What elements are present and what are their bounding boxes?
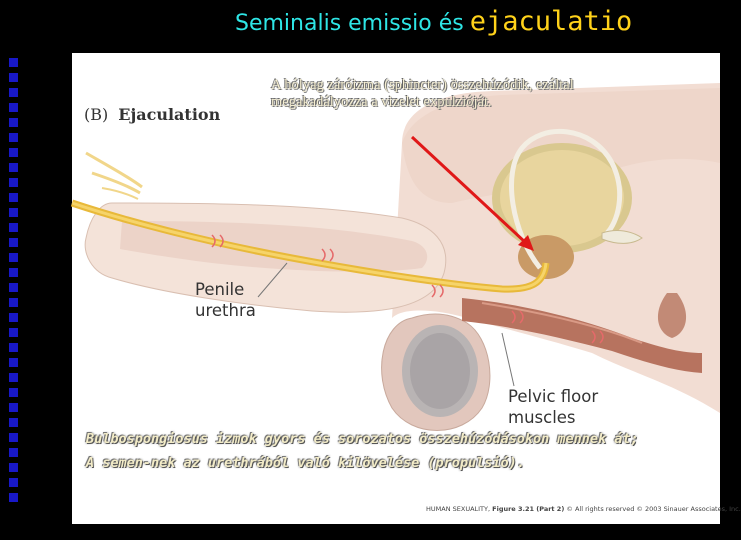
panel-letter: (B) bbox=[84, 105, 109, 124]
credit-book: HUMAN SEXUALITY, bbox=[426, 505, 491, 513]
decor-squares bbox=[6, 58, 22, 508]
anatomy-illustration bbox=[70, 83, 720, 431]
panel-title: Ejaculation bbox=[118, 105, 221, 124]
title-part1: Seminalis emissio és bbox=[235, 11, 464, 36]
figure-panel: (B) Ejaculation A hólyag záróizma (sphinc… bbox=[70, 53, 741, 524]
credit-rest: © All rights reserved © 2003 Sinauer Ass… bbox=[566, 505, 741, 513]
figure-credit: HUMAN SEXUALITY, Figure 3.21 (Part 2) © … bbox=[426, 505, 741, 513]
sphincter-annotation: A hólyag záróizma (sphincter) összehúzód… bbox=[271, 77, 574, 110]
credit-figure: Figure 3.21 (Part 2) bbox=[492, 505, 565, 513]
pelvic-floor-label: Pelvic floor muscles bbox=[508, 387, 599, 427]
title-part2: ejaculatio bbox=[469, 6, 633, 37]
penile-urethra-label: Penile urethra bbox=[195, 280, 256, 320]
figure-panel-label: (B) Ejaculation bbox=[84, 105, 220, 124]
left-decor-strip bbox=[0, 0, 72, 540]
bulbospongiosus-annotation: Bulbospongiosus izmok gyors és sorozatos… bbox=[86, 431, 639, 471]
